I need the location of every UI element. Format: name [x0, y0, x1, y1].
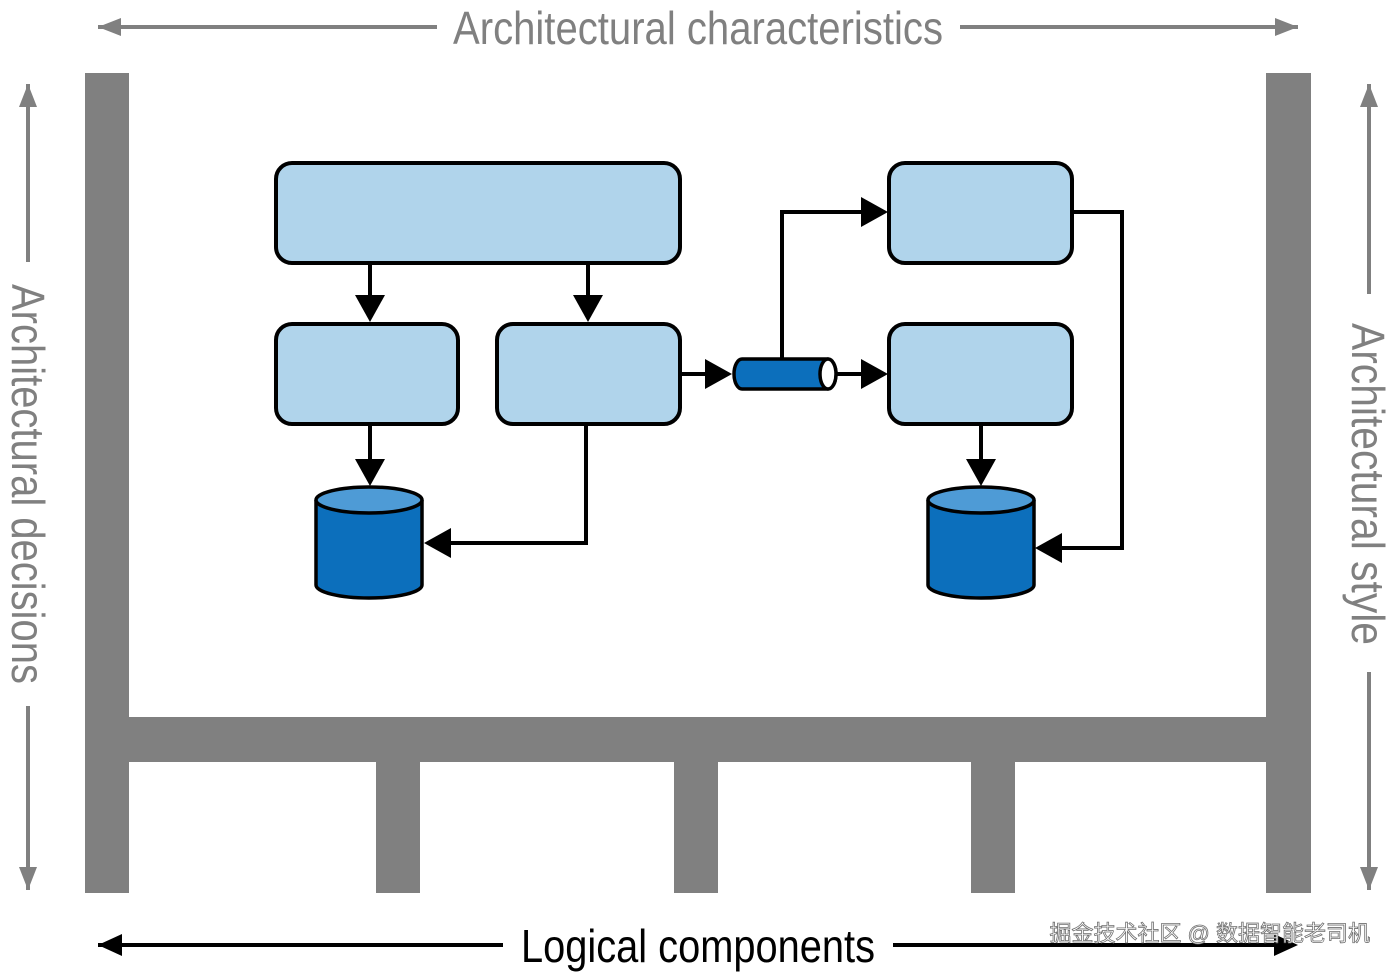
- frame-left-pillar: [85, 73, 129, 893]
- database-right-icon: [926, 485, 1036, 600]
- database-left-icon: [314, 485, 424, 600]
- component-top-wide: [274, 161, 682, 265]
- component-mid-right: [887, 322, 1074, 426]
- arrowhead-queue: [705, 359, 732, 389]
- arrowhead-db-right: [966, 459, 996, 486]
- connector-top-right-to-db-right: [1062, 210, 1124, 550]
- arrowhead-mid-left: [355, 295, 385, 322]
- label-architectural-decisions: Architectural decisions: [2, 284, 54, 684]
- arrowhead-mid-right: [573, 295, 603, 322]
- component-mid-left: [274, 322, 460, 426]
- frame-right-pillar: [1266, 73, 1311, 893]
- top-dimension: Architectural characteristics: [98, 2, 1298, 54]
- frame-leg-1: [376, 717, 420, 893]
- watermark-text: 掘金技术社区 @ 数据智能老司机: [1049, 921, 1370, 946]
- arrowhead-db-left: [355, 459, 385, 486]
- bottom-arrowhead-left: [98, 934, 122, 956]
- connector-queue-to-top-right: [780, 210, 862, 358]
- arrowhead-db-left-side: [424, 528, 451, 558]
- message-queue-icon: [732, 357, 838, 391]
- left-dimension: Architectural decisions: [2, 84, 54, 890]
- component-top-right: [887, 161, 1074, 265]
- label-logical-components: Logical components: [521, 920, 875, 972]
- connectors: [355, 197, 1124, 563]
- label-architectural-style: Architectural style: [1342, 323, 1394, 645]
- arrowhead-top-right: [861, 197, 888, 227]
- arrowhead-mid-right-service: [861, 359, 888, 389]
- components: [274, 161, 1074, 426]
- frame-leg-3: [971, 717, 1015, 893]
- label-architectural-characteristics: Architectural characteristics: [453, 2, 943, 54]
- frame-leg-2: [674, 717, 718, 893]
- bottom-dimension: Logical components: [98, 920, 1298, 972]
- connector-mid-right-to-db: [448, 424, 588, 545]
- component-mid-center: [495, 322, 682, 426]
- structure-frame: [85, 73, 1311, 893]
- bottom-arrowhead-right: [1274, 934, 1298, 956]
- right-dimension: Architectural style: [1342, 84, 1394, 890]
- arrowhead-db-right-side: [1035, 533, 1062, 563]
